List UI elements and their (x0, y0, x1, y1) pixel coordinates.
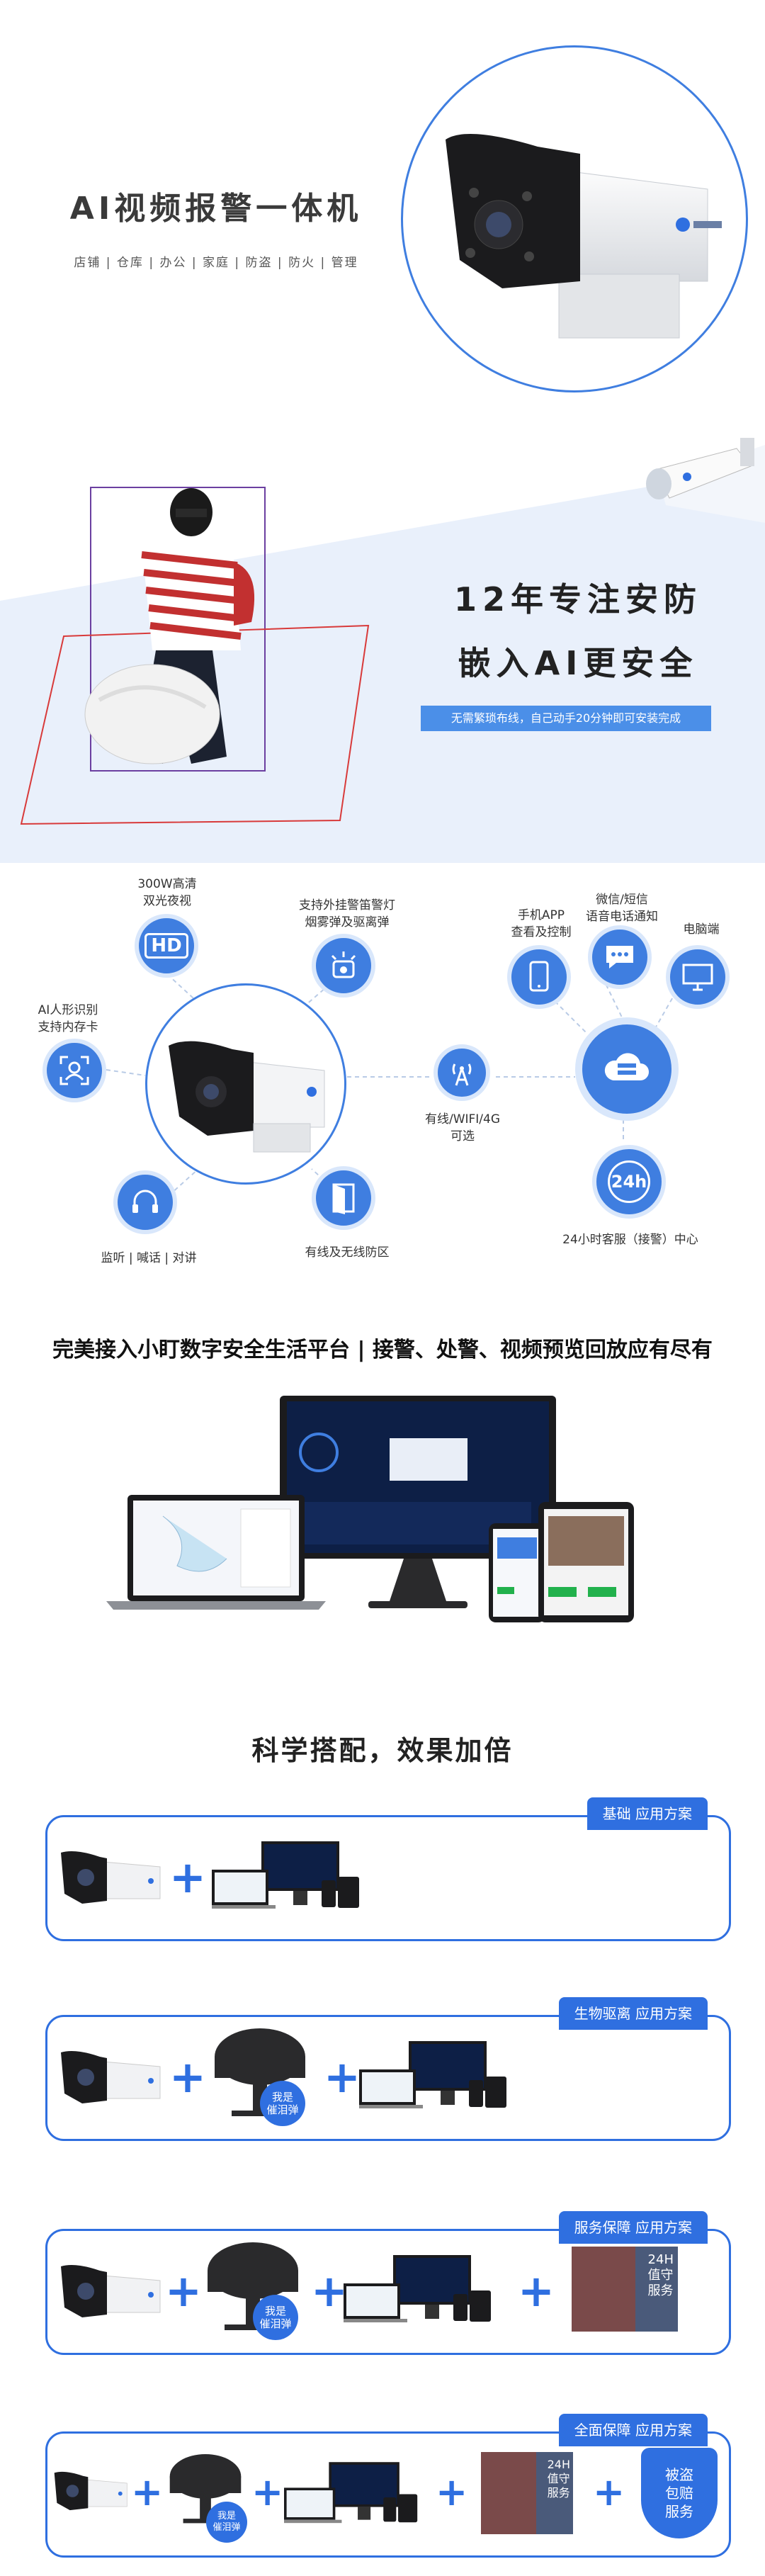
feature-app-label: 手机APP 查看及控制 (511, 908, 572, 939)
plan-service-tag: 服务保障 应用方案 (558, 2211, 708, 2244)
phone-touch-icon (507, 945, 571, 1009)
cloud-server-icon (575, 1017, 679, 1121)
headset-icon (113, 1170, 177, 1234)
plan-camera-icon (61, 2265, 161, 2317)
small-camera-icon (646, 438, 754, 499)
feature-zone-label: 有线及无线防区 (305, 1245, 390, 1260)
plus-icon: + (131, 2470, 164, 2514)
feature-sms-label: 微信/短信 语音电话通知 (586, 893, 658, 924)
slogan-line-1: 12年专注安防 (453, 580, 702, 618)
plan-camera-icon (61, 2051, 161, 2103)
tear-gas-badge: 我是 催泪弹 (253, 2295, 298, 2340)
duty-service-text: 24H 值守 服务 (547, 2458, 570, 2499)
service-badge: 24h (608, 1160, 650, 1203)
plan-platform-icon (284, 2462, 418, 2524)
plus-icon: + (324, 2051, 361, 2103)
hero-camera-image (401, 45, 748, 392)
hd-icon: HD (135, 914, 198, 978)
duty-service-photo: 24H 值守 服务 (572, 2247, 678, 2332)
slogan-line-2: 嵌入AI更安全 (458, 644, 698, 682)
plan-platform-icon (344, 2255, 491, 2322)
intruder-figure (84, 488, 255, 764)
plus-icon: + (311, 2265, 348, 2317)
plus-icon: + (169, 1851, 206, 1903)
monitor-icon (666, 945, 730, 1009)
hd-badge: HD (144, 933, 188, 959)
plus-icon: + (169, 2051, 206, 2103)
duty-service-text: 24H 值守 服务 (647, 2252, 674, 2298)
hero-tags: 店铺 | 仓库 | 办公 | 家庭 | 防盗 | 防火 | 管理 (74, 256, 358, 270)
feature-pc-label: 电脑端 (683, 922, 720, 937)
support-24h-icon: 24h (592, 1145, 666, 1219)
tear-gas-badge: 我是 催泪弹 (206, 2502, 247, 2543)
tear-gas-badge: 我是 催泪弹 (260, 2081, 305, 2126)
hero-title: AI视频报警一体机 (69, 191, 363, 227)
plan-camera-icon (54, 2471, 128, 2511)
plus-icon: + (165, 2265, 202, 2317)
plus-icon: + (251, 2470, 284, 2514)
feature-network-label: 有线/WIFI/4G 可选 (424, 1112, 501, 1143)
plan-service: 服务保障 应用方案 + 我是 催泪弹 + + 24H 值守 服务 (45, 2211, 731, 2355)
feature-hd-label: 300W高清 双光夜视 (137, 877, 197, 908)
plan-full-tag: 全面保障 应用方案 (558, 2414, 708, 2446)
camera-beam-illustration (0, 438, 765, 863)
combo-title: 科学搭配，效果加倍 (251, 1735, 514, 1766)
slogan-bar: 无需繁琐布线，自己动手20分钟即可安装完成 (421, 706, 711, 731)
door-icon (312, 1166, 375, 1230)
plus-icon: + (436, 2470, 468, 2514)
bullet-camera-icon (446, 134, 722, 339)
face-scan-icon (42, 1039, 106, 1102)
feature-ai-label: AI人形识别 支持内存卡 (38, 1003, 98, 1034)
center-camera-image (145, 983, 346, 1185)
plan-bio-repel: 生物驱离 应用方案 + 我是 催泪弹 + (45, 1997, 731, 2141)
plan-basic: 基础 应用方案 + (45, 1797, 731, 1941)
tear-gas-device-icon (208, 2242, 298, 2330)
plan-platform-icon (359, 2041, 506, 2108)
feature-alarm-label: 支持外挂警笛警灯 烟雾弹及驱离弹 (299, 898, 395, 930)
plan-platform-icon (212, 1841, 359, 1909)
plus-icon: + (593, 2470, 625, 2514)
duty-service-photo: 24H 值守 服务 (481, 2452, 573, 2534)
platform-devices-illustration (106, 1396, 634, 1622)
plan-basic-tag: 基础 应用方案 (586, 1797, 708, 1830)
plan-full: 全面保障 应用方案 + 我是 催泪弹 + + 24H 值守 服务 + 被盗 包赔… (45, 2414, 731, 2558)
tear-gas-device-icon (215, 2028, 305, 2116)
plus-icon: + (518, 2265, 555, 2317)
plan-bio-tag: 生物驱离 应用方案 (558, 1997, 708, 2030)
compensation-shield-icon: 被盗 包赔 服务 (641, 2448, 718, 2538)
plan-camera-icon (61, 1851, 161, 1904)
platform-title: 完美接入小盯数字安全生活平台 | 接警、处警、视频预览回放应有尽有 (52, 1338, 713, 1362)
chat-bubble-icon (588, 925, 652, 989)
feature-service-label: 24小时客服（接警）中心 (562, 1233, 698, 1247)
feature-talk-label: 监听 | 喊话 | 对讲 (101, 1251, 197, 1265)
alarm-light-icon (312, 934, 375, 998)
signal-tower-icon (434, 1044, 490, 1101)
